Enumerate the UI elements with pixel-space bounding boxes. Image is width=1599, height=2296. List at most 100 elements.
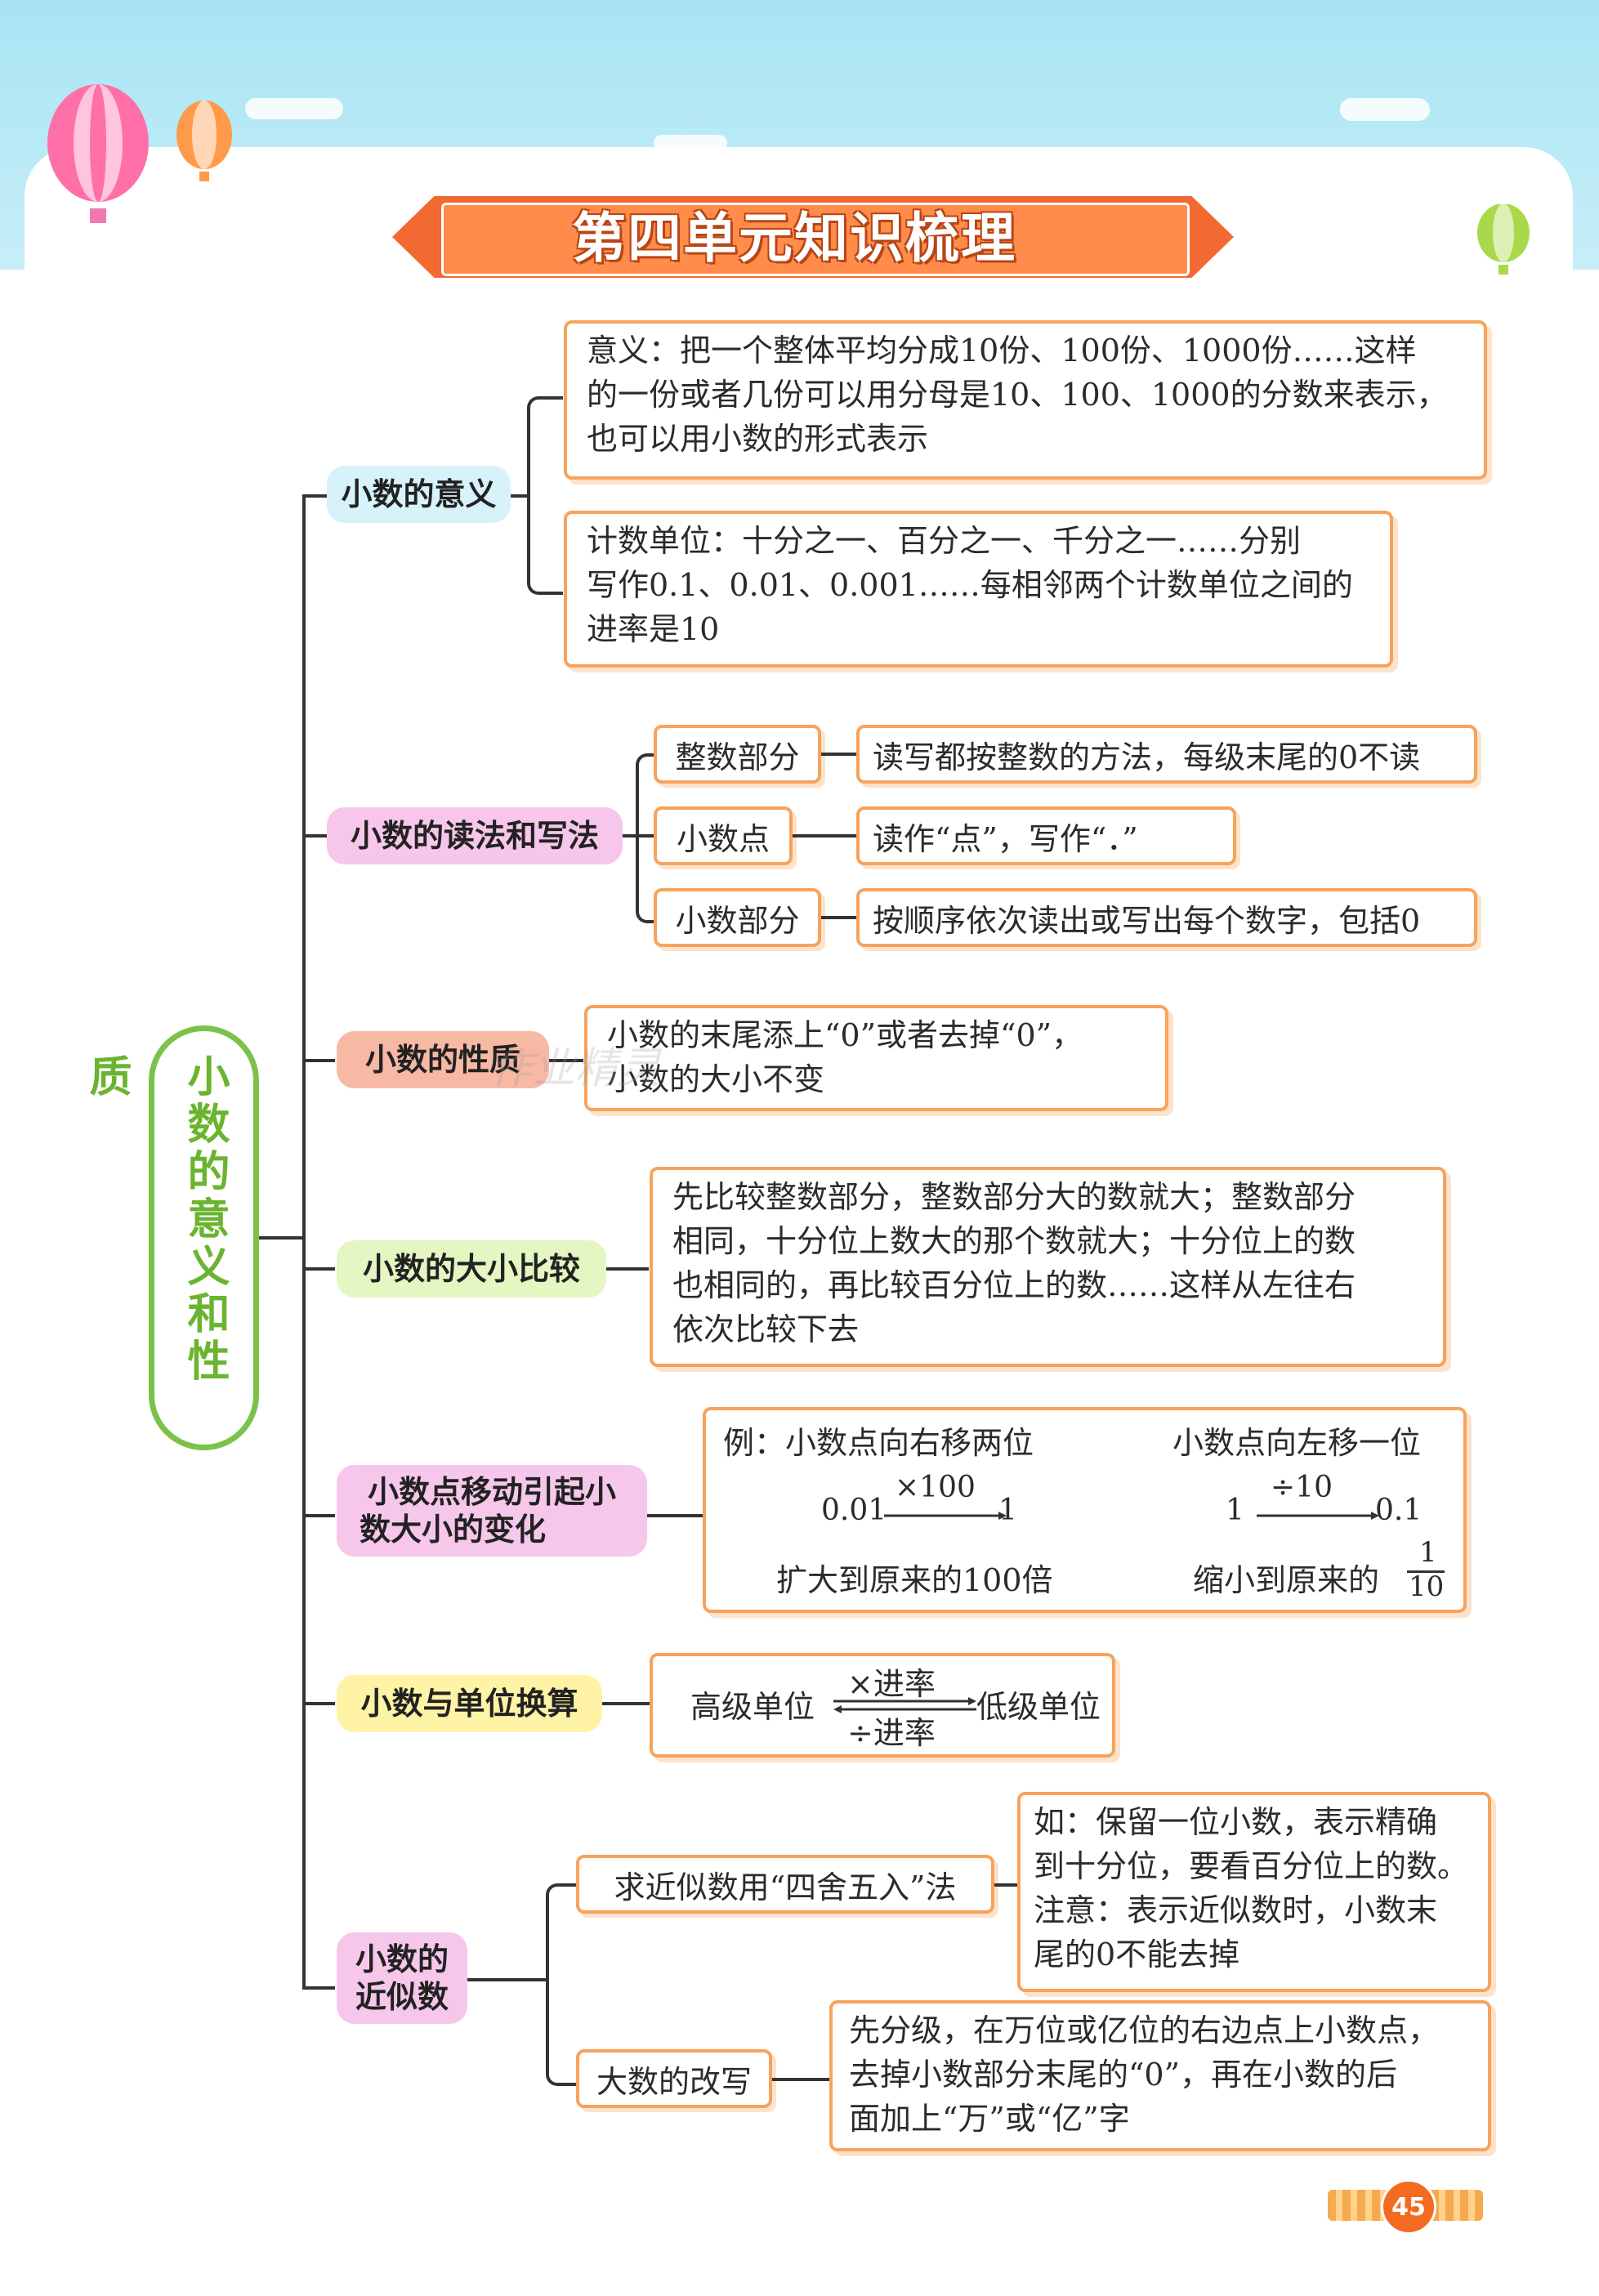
op-multiply-text: ×进率: [847, 1666, 936, 1702]
property-box: 小数的末尾添上“0”或者去掉“0”， 小数的大小不变: [584, 1005, 1168, 1111]
watermark: 作业精灵: [490, 1044, 661, 1093]
connector-line: [302, 1986, 335, 1990]
cloud-decoration: [245, 98, 343, 119]
arrow-right-icon: [884, 1512, 1007, 1520]
move-left-op: ×100: [895, 1471, 976, 1504]
label-line: 小数点移动引起小: [367, 1474, 616, 1510]
counting-unit-box: 计数单位：十分之一、百分之一、千分之一……分别 写作0.1、0.01、0.001…: [564, 511, 1393, 668]
decimal-part-desc: 按顺序依次读出或写出每个数字，包括0: [856, 888, 1477, 947]
text-line: 写作0.1、0.01、0.001……每相邻两个计数单位之间的: [587, 567, 1353, 603]
large-number-box: 先分级，在万位或亿位的右边点上小数点， 去掉小数部分末尾的“0”，再在小数的后 …: [829, 2000, 1491, 2151]
text-line: 注意：表示近似数时，小数末: [1034, 1892, 1438, 1928]
text-line: 进率是10: [587, 611, 720, 647]
move-box: [703, 1407, 1467, 1613]
balloon-icon: [1477, 204, 1530, 275]
text-line: 计数单位：十分之一、百分之一、千分之一……分别: [587, 523, 1302, 559]
move-right-from: 1: [1226, 1494, 1244, 1527]
move-right-result: 缩小到原来的: [1193, 1562, 1380, 1598]
connector-line: [793, 834, 858, 838]
label-line: 数大小的变化: [360, 1512, 547, 1548]
decimal-point-desc: 读作“点”，写作“．”: [856, 806, 1236, 865]
meaning-definition-box: 意义：把一个整体平均分成10份、100份、1000份……这样 的一份或者几份可以…: [564, 320, 1487, 480]
label-line: 近似数: [355, 1979, 449, 2015]
text-line: 面加上“万”或“亿”字: [849, 2101, 1130, 2137]
page-title: 第四单元知识梳理: [572, 207, 1016, 270]
connector-line: [304, 1059, 335, 1062]
connector-line: [259, 1236, 304, 1240]
text-line: 如：保留一位小数，表示精确: [1034, 1804, 1438, 1840]
connector-line: [623, 834, 637, 838]
fraction-numerator: 1: [1419, 1536, 1437, 1569]
connector-line: [304, 1514, 335, 1517]
title-banner-inner: [441, 203, 1190, 276]
main-topic-frame: [149, 1025, 259, 1450]
connector-line: [467, 1978, 547, 1981]
category-label-property: 小数的性质: [337, 1031, 549, 1088]
double-arrow-icon: [833, 1697, 976, 1713]
page-number: 45: [1381, 2179, 1436, 2235]
connector-line: [994, 1883, 1017, 1887]
text-line: 也相同的，再比较百分位上的数……这样从左往右: [672, 1267, 1356, 1303]
connector-line: [302, 494, 327, 498]
category-label-meaning: 小数的意义: [327, 466, 511, 523]
move-left-to: 1: [998, 1494, 1017, 1527]
large-number-label: 大数的改写: [576, 2049, 772, 2108]
connector-line: [549, 1059, 583, 1062]
high-unit-text: 高级单位: [690, 1689, 815, 1725]
label-line: 小数的: [355, 1941, 449, 1977]
decimal-point-label: 小数点: [654, 806, 793, 865]
move-left-result: 扩大到原来的100倍: [776, 1562, 1053, 1598]
rounding-method-box: 如：保留一位小数，表示精确 到十分位，要看百分位上的数。 注意：表示近似数时，小…: [1017, 1792, 1491, 1992]
text-line: 小数的大小不变: [607, 1061, 825, 1097]
text-line: 到十分位，要看百分位上的数。: [1034, 1848, 1469, 1884]
decimal-part-label: 小数部分: [654, 888, 821, 947]
connector-line: [304, 834, 335, 838]
integer-part-desc: 读写都按整数的方法，每级末尾的0不读: [856, 725, 1477, 784]
connector-line: [772, 2078, 829, 2081]
text-line: 意义：把一个整体平均分成10份、100份、1000份……这样: [587, 333, 1417, 369]
text-line: 相同，十分位上数大的那个数就大；十分位上的数: [672, 1223, 1356, 1259]
category-label-approx: 小数的 近似数: [337, 1932, 467, 2024]
category-label-read-write: 小数的读法和写法: [327, 807, 623, 864]
category-label-units: 小数与单位换算: [337, 1675, 602, 1732]
connector-line: [304, 1702, 335, 1705]
fraction-bar: [1407, 1570, 1445, 1573]
cloud-decoration: [1340, 98, 1430, 121]
connector-line: [304, 1267, 335, 1271]
connector-line: [647, 1514, 703, 1517]
move-right-title: 小数点向左移一位: [1172, 1425, 1422, 1461]
connector-line: [602, 1702, 650, 1705]
balloon-icon: [47, 84, 232, 223]
category-label-compare: 小数的大小比较: [337, 1240, 606, 1298]
move-right-to: 0.1: [1375, 1494, 1423, 1527]
connector-line: [821, 916, 858, 919]
connector-line: [636, 834, 655, 838]
bracket-line: [636, 753, 659, 923]
text-line: 小数的末尾添上“0”或者去掉“0”，: [607, 1017, 1083, 1053]
text-line: 也可以用小数的形式表示: [587, 421, 929, 457]
main-topic-label: 小数的意义和性质: [82, 1054, 229, 1386]
text-line: 先比较整数部分，整数部分大的数就大；整数部分: [672, 1179, 1356, 1215]
integer-part-label: 整数部分: [654, 725, 821, 784]
text-line: 的一份或者几份可以用分母是10、100、1000的分数来表示，: [587, 377, 1448, 413]
connector-line: [606, 1267, 649, 1271]
category-label-move: 小数点移动引起小 数大小的变化: [337, 1465, 647, 1557]
bracket-line: [527, 396, 563, 595]
bracket-line: [546, 1883, 578, 2086]
connector-line: [511, 494, 527, 498]
text-line: 依次比较下去: [672, 1311, 860, 1347]
low-unit-text: 低级单位: [976, 1689, 1101, 1725]
op-divide-text: ÷进率: [847, 1715, 936, 1751]
text-line: 去掉小数部分末尾的“0”，再在小数的后: [849, 2057, 1398, 2093]
compare-box: 先比较整数部分，整数部分大的数就大；整数部分 相同，十分位上数大的那个数就大；十…: [650, 1167, 1446, 1367]
units-box: [650, 1653, 1115, 1758]
text-line: 先分级，在万位或亿位的右边点上小数点，: [849, 2012, 1440, 2048]
arrow-right-icon: [1257, 1512, 1379, 1520]
connector-line: [821, 753, 858, 756]
connector-line: [302, 494, 306, 1990]
rounding-method-label: 求近似数用“四舍五入”法: [576, 1855, 994, 1914]
text-line: 尾的0不能去掉: [1034, 1936, 1240, 1972]
move-right-op: ÷10: [1271, 1471, 1333, 1504]
fraction-denominator: 10: [1409, 1570, 1445, 1603]
move-left-from: 0.01: [821, 1494, 887, 1527]
